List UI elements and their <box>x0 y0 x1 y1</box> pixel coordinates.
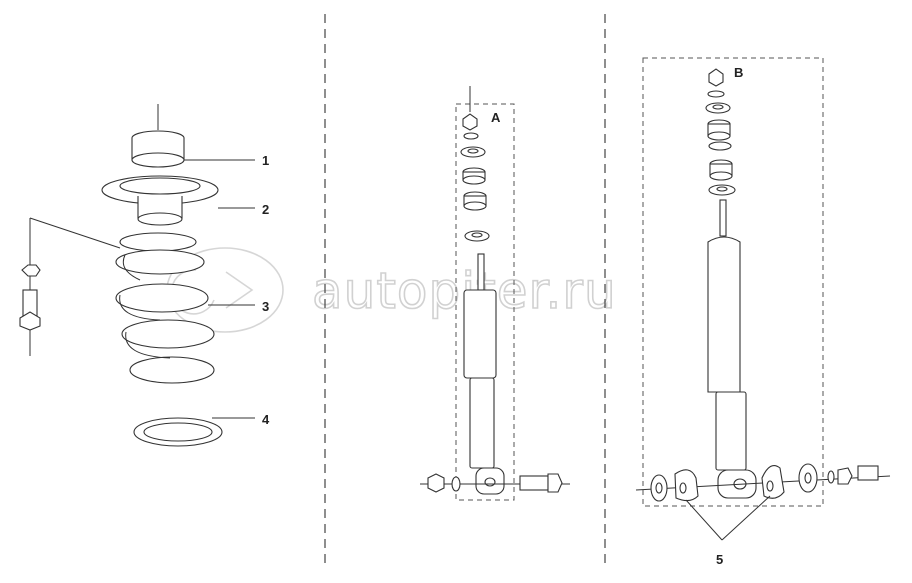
detail-marker-a: A <box>491 110 501 125</box>
coil-spring <box>115 232 215 384</box>
callout-3: 3 <box>262 299 269 314</box>
shock-absorber-a: A <box>420 86 570 501</box>
callout-1: 1 <box>262 153 269 168</box>
detail-box-b <box>642 57 824 507</box>
spring-assembly: 1 2 3 4 <box>19 104 270 447</box>
detail-box-a <box>455 103 515 501</box>
top-mount <box>131 130 185 168</box>
shock-absorber-b: B 5 <box>635 57 891 567</box>
callout-4: 4 <box>262 412 270 427</box>
detail-marker-b: B <box>734 65 743 80</box>
callout-2: 2 <box>262 202 269 217</box>
callout-5: 5 <box>716 552 723 567</box>
watermark: autopiter.ru <box>166 247 616 333</box>
lower-insulator <box>133 417 223 447</box>
bolt-with-nut <box>19 230 41 356</box>
spring-seat-plate <box>101 175 219 226</box>
